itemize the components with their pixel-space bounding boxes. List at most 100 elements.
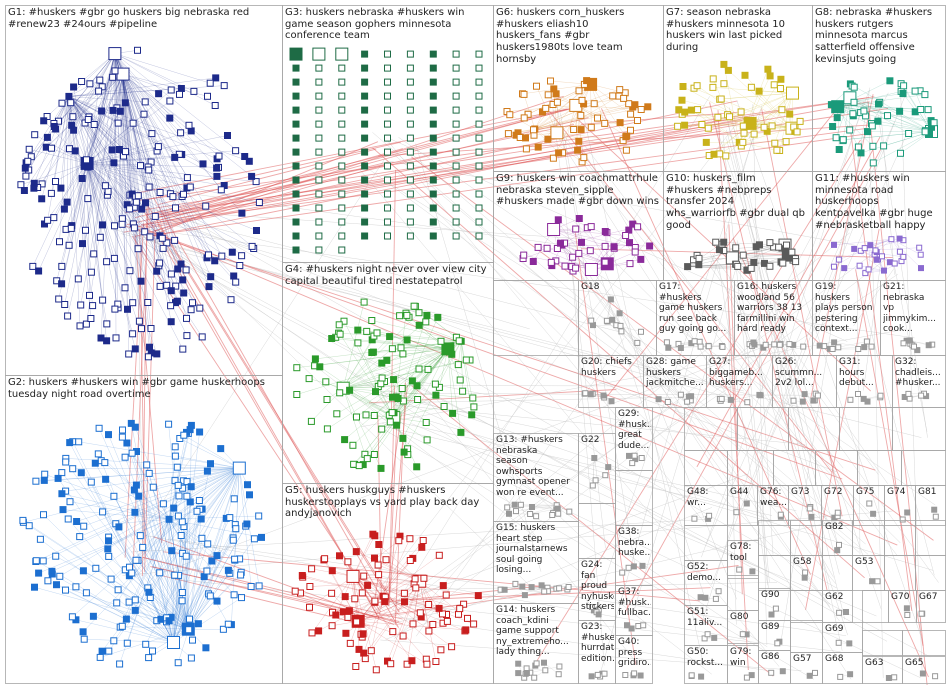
vertex-node — [233, 526, 239, 532]
vertex-node — [22, 165, 28, 171]
vertex-node — [703, 139, 709, 145]
vertex-node — [135, 47, 141, 53]
vertex-node — [316, 233, 322, 239]
vertex-node — [92, 460, 98, 466]
vertex-node — [925, 107, 931, 113]
vertex-node — [588, 392, 593, 397]
vertex-node — [919, 611, 924, 616]
vertex-node — [440, 583, 446, 589]
vertex-node — [119, 434, 125, 440]
vertex-node — [385, 233, 391, 239]
vertex-node — [191, 88, 197, 94]
vertex-node — [59, 263, 65, 269]
vertex-node — [740, 139, 746, 145]
vertex-node — [106, 432, 112, 438]
vertex-node — [99, 648, 105, 654]
vertex-node — [905, 613, 910, 618]
vertex-node — [918, 107, 924, 113]
vertex-node — [362, 121, 368, 127]
vertex-node — [207, 80, 213, 86]
vertex-node — [353, 664, 359, 670]
vertex-node — [887, 260, 892, 265]
vertex-node — [85, 196, 91, 202]
vertex-node — [100, 297, 106, 303]
vertex-node — [391, 377, 397, 383]
vertex-node — [306, 376, 312, 382]
vertex-node — [97, 77, 103, 83]
vertex-node — [397, 313, 403, 319]
vertex-node — [554, 99, 560, 105]
vertex-node — [292, 588, 298, 594]
vertex-node — [435, 314, 441, 320]
vertex-node — [339, 107, 345, 113]
vertex-node — [712, 635, 717, 640]
vertex-node — [135, 246, 141, 252]
vertex-node — [520, 584, 525, 589]
vertex-node — [70, 466, 76, 472]
vertex-node — [897, 236, 902, 241]
vertex-node — [850, 111, 856, 117]
vertex-node — [773, 606, 778, 611]
vertex-node — [932, 507, 937, 512]
vertex-node — [316, 205, 322, 211]
vertex-node — [111, 160, 117, 166]
vertex-node — [112, 306, 118, 312]
vertex-node — [178, 130, 184, 136]
vertex-node — [87, 292, 93, 298]
vertex-node — [361, 299, 367, 305]
vertex-node — [308, 418, 314, 424]
vertex-node — [91, 122, 97, 128]
vertex-node — [342, 437, 348, 443]
vertex-node — [835, 510, 840, 515]
vertex-node — [628, 111, 634, 117]
vertex-node — [83, 590, 89, 596]
vertex-node — [382, 599, 388, 605]
vertex-node — [610, 317, 615, 322]
vertex-node — [869, 344, 874, 349]
vertex-node — [160, 245, 166, 251]
vertex-node — [623, 673, 628, 678]
vertex-node — [385, 107, 391, 113]
vertex-node — [61, 206, 67, 212]
vertex-node — [409, 378, 415, 384]
vertex-node — [426, 628, 432, 634]
vertex-node — [531, 127, 537, 133]
vertex-node — [102, 183, 108, 189]
vertex-node — [556, 511, 561, 516]
vertex-node — [110, 74, 116, 80]
vertex-node — [728, 397, 733, 402]
vertex-node — [293, 233, 299, 239]
vertex-node — [645, 104, 651, 110]
vertex-node — [364, 328, 370, 334]
vertex-node — [146, 655, 152, 661]
vertex-node — [53, 179, 59, 185]
vertex-node — [542, 589, 547, 594]
vertex-node — [157, 570, 163, 576]
vertex-node — [355, 340, 361, 346]
vertex-node — [430, 191, 436, 197]
vertex-node — [337, 390, 343, 396]
vertex-node — [203, 203, 209, 209]
vertex-node — [811, 398, 816, 403]
vertex-node — [553, 91, 559, 97]
vertex-node — [186, 122, 192, 128]
vertex-node — [834, 115, 840, 121]
vertex-node — [77, 323, 83, 329]
vertex-node — [362, 51, 368, 57]
vertex-node — [438, 647, 444, 653]
vertex-node — [40, 558, 46, 564]
vertex-node — [778, 86, 784, 92]
vertex-node — [232, 556, 238, 562]
vertex-node — [727, 114, 733, 120]
vertex-node — [166, 421, 172, 427]
vertex-node — [588, 224, 594, 230]
vertex-node — [678, 346, 683, 351]
vertex-node — [70, 114, 76, 120]
vertex-node — [216, 153, 222, 159]
vertex-node — [143, 200, 149, 206]
vertex-node — [316, 219, 322, 225]
vertex-node — [787, 87, 799, 99]
vertex-node — [97, 654, 103, 660]
vertex-node — [20, 517, 26, 523]
vertex-node — [697, 339, 702, 344]
